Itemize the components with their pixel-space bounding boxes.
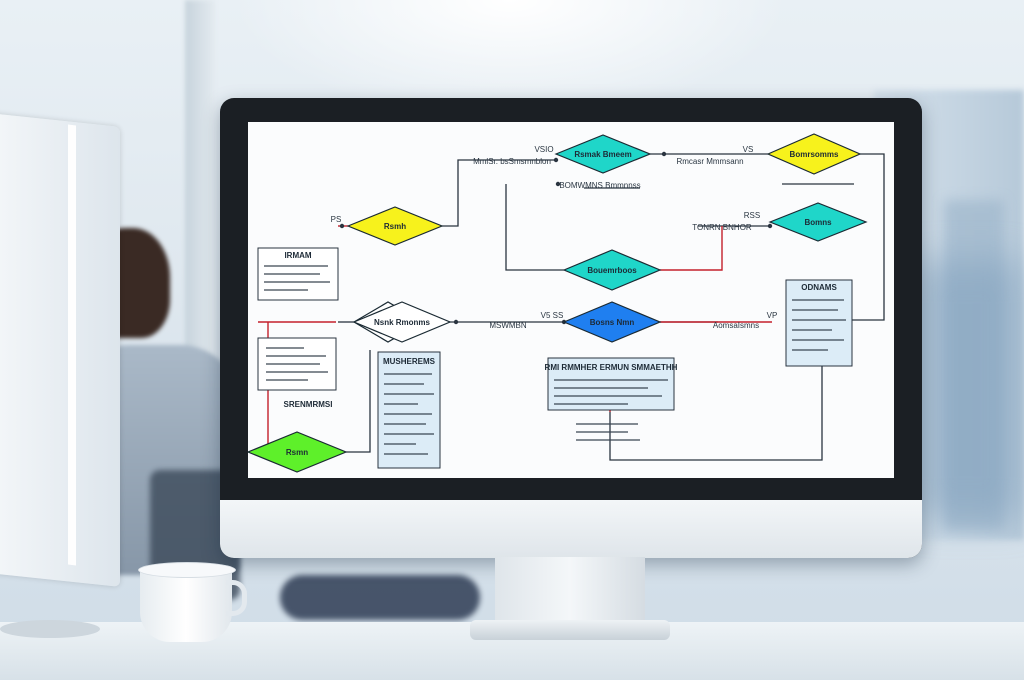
- node-bottom-green: Rsmn: [248, 431, 348, 473]
- svg-text:Bomrsomms: Bomrsomms: [790, 150, 839, 159]
- svg-text:Rsmn: Rsmn: [286, 448, 308, 457]
- node-center-blue: Bosns Nmn: [562, 301, 662, 343]
- edge-label: RSS: [744, 211, 760, 220]
- node-top-center: Rsmak Bmeem: [554, 134, 652, 174]
- box-center-notes: [576, 423, 640, 441]
- edge-label: AomsaIsmns: [713, 321, 759, 330]
- edge-label: TONRN BNHOR: [692, 223, 752, 232]
- node-mid-cyan: Bouemrboos: [562, 249, 662, 291]
- coffee-cup-handle: [226, 580, 247, 616]
- svg-text:IRMAM: IRMAM: [284, 251, 311, 260]
- coffee-cup-rim: [138, 562, 236, 578]
- connector-line: [505, 184, 564, 271]
- node-right-cyan: Bomns: [768, 202, 868, 242]
- svg-text:Bomns: Bomns: [804, 218, 832, 227]
- box-right: ODNAMS: [785, 279, 853, 367]
- side-monitor-stand: [0, 620, 100, 638]
- box-left-label: SRENMRMSI: [284, 400, 333, 409]
- box-left-top: IRMAM: [257, 247, 339, 301]
- edge-label: V5 SS: [541, 311, 564, 320]
- svg-text:Rsmh: Rsmh: [384, 222, 406, 231]
- node-left-yellow: Rsmh: [346, 206, 444, 246]
- connector-dot: [767, 223, 773, 229]
- connector-dot: [453, 319, 459, 325]
- edge-label: BOMWMNS Bmmnnss: [559, 181, 640, 190]
- coffee-cup: [140, 568, 232, 642]
- edge-label: Rmcasr Mmmsann: [676, 157, 743, 166]
- edge-label: VP: [767, 311, 778, 320]
- edge-label: PS: [331, 215, 342, 224]
- side-monitor-bezel: [68, 124, 76, 566]
- monitor-stand-neck: [495, 557, 645, 627]
- connector-dot: [661, 151, 667, 157]
- box-center: RMI RMMHER ERMUN SMMAETHH: [545, 357, 678, 411]
- side-monitor: [0, 113, 120, 587]
- connector-line: [852, 153, 885, 321]
- svg-text:Bouemrboos: Bouemrboos: [587, 266, 637, 275]
- svg-text:ODNAMS: ODNAMS: [801, 283, 837, 292]
- monitor-stand-base: [470, 620, 670, 640]
- monitor-chin: [220, 500, 922, 558]
- person-arm: [280, 575, 480, 620]
- connector-line: [346, 350, 371, 453]
- svg-text:Bosns Nmn: Bosns Nmn: [590, 318, 635, 327]
- flowchart: Rsmak Bmeem Bomrsomms Rsmh Bomns Bouemrb…: [248, 133, 885, 473]
- connector-line: [609, 366, 823, 461]
- background-blur: [914, 260, 1024, 520]
- node-top-right: Bomrsomms: [766, 133, 862, 175]
- edge-label: VSIO: [534, 145, 553, 154]
- svg-text:RMI RMMHER ERMUN SMMAETHH: RMI RMMHER ERMUN SMMAETHH: [545, 363, 678, 372]
- connector-dot: [555, 181, 561, 187]
- monitor-screen: Rsmak Bmeem Bomrsomms Rsmh Bomns Bouemrb…: [248, 122, 894, 478]
- edge-label: MmlSr. bsSmsmnblon: [473, 157, 551, 166]
- box-left-bottom: [257, 337, 337, 391]
- node-center-white: Nsnk Rmonms: [352, 301, 452, 343]
- connector-dot: [339, 223, 345, 229]
- svg-text:Nsnk Rmonms: Nsnk Rmonms: [374, 318, 431, 327]
- svg-text:MUSHEREMS: MUSHEREMS: [383, 357, 436, 366]
- connector-line: [442, 159, 556, 227]
- edge-label: VS: [743, 145, 754, 154]
- box-mid: MUSHEREMS: [377, 351, 441, 469]
- svg-text:Rsmak Bmeem: Rsmak Bmeem: [574, 150, 631, 159]
- connector-dot: [553, 157, 559, 163]
- connector-dots: [339, 151, 773, 325]
- edge-label: MSWMBN: [489, 321, 527, 330]
- connector-line-red: [660, 226, 723, 271]
